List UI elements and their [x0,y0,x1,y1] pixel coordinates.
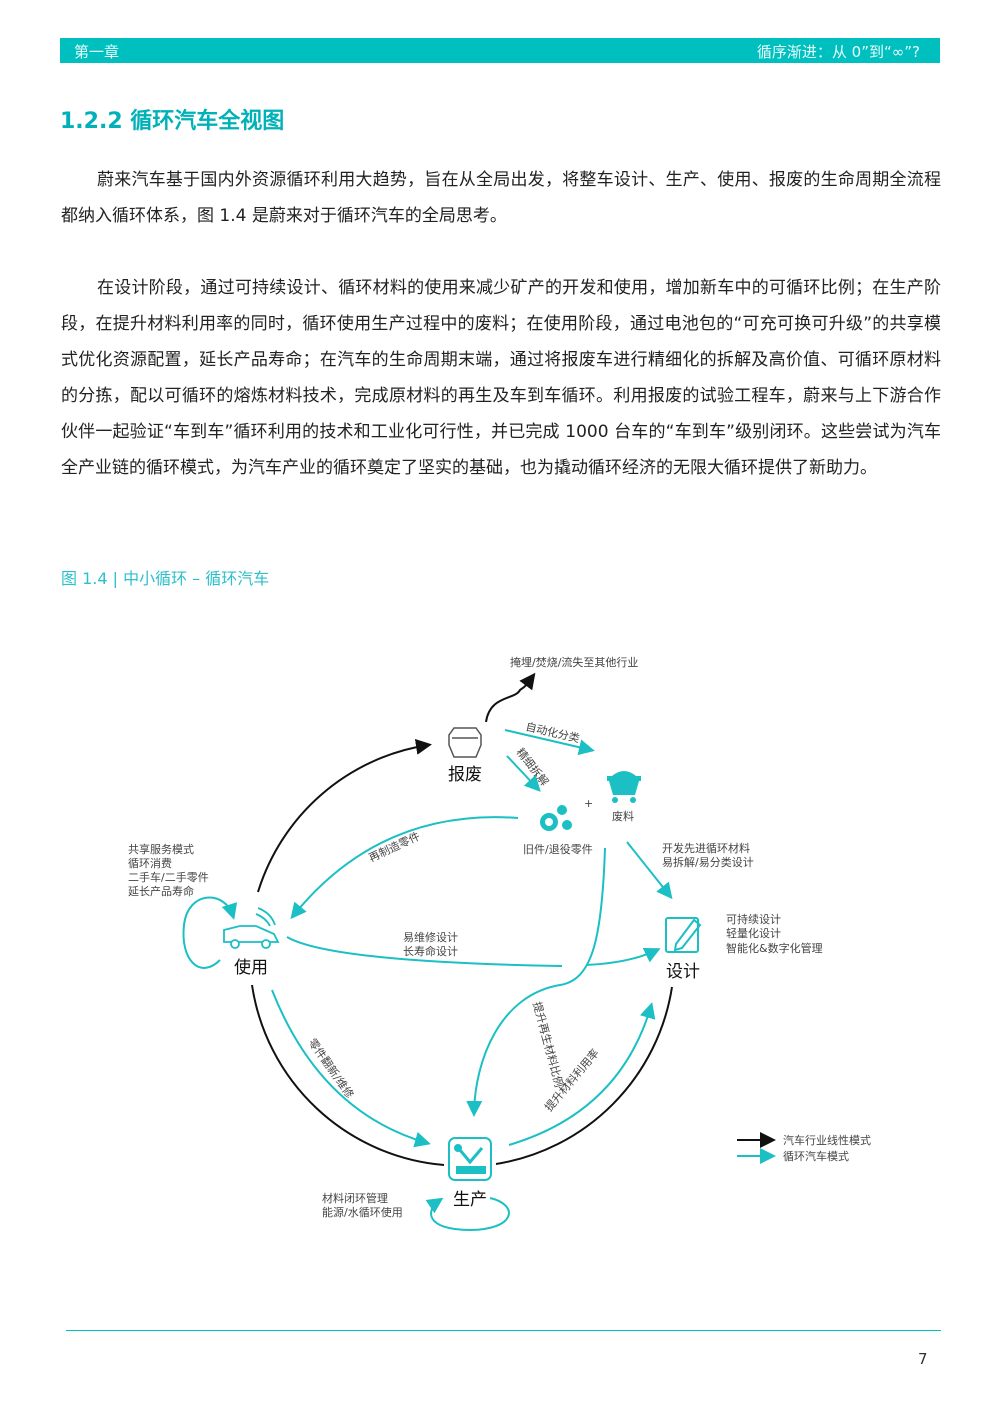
design-note-1: 可持续设计 [726,912,781,926]
node-production: 生产 [453,1190,487,1210]
design-dev-1: 开发先进循环材料 [662,841,750,855]
repair-design-2: 长寿命设计 [403,944,458,958]
page-title: 1.2.2 循环汽车全视图 [60,109,285,134]
arc-production-to-design [495,986,673,1165]
node-waste: 废料 [612,809,634,823]
repair-design-1: 易维修设计 [403,930,458,944]
use-note-2: 循环消费 [128,856,172,870]
footer-divider [66,1330,941,1331]
design-pencil-icon [665,917,702,953]
node-parts: 旧件/退役零件 [523,842,593,856]
arrow-use-to-design-b [585,947,661,966]
page-number: 7 [918,1350,928,1368]
arc-use-to-scrap [257,738,432,893]
node-design: 设计 [666,962,700,982]
header-bar: 第一章 循序渐进：从 0”到“∞”? [60,38,940,63]
legend-circular: 循环汽车模式 [783,1149,849,1163]
node-use: 使用 [234,957,268,978]
landfill-label: 掩埋/焚烧/流失至其他行业 [510,655,638,669]
figure-caption: 图 1.4 | 中小循环 – 循环汽车 [61,569,270,588]
arrow-auto-sort [504,729,595,756]
chapter-label: 第一章 [74,43,120,61]
use-note-1: 共享服务模式 [128,842,194,856]
arrow-production-to-design [508,1002,656,1146]
arrow-parts-to-production [466,847,606,1117]
arrow-fine-dismantle [506,755,541,792]
paragraph-2: 在设计阶段，通过可持续设计、循环材料的使用来减少矿产的开发和使用，增加新车中的可… [61,278,941,478]
plus-sign: + [584,797,593,810]
use-note-3: 二手车/二手零件 [128,870,209,884]
arc-use-to-production [251,984,445,1166]
section-title: 循序渐进：从 0”到“∞”? [756,43,920,61]
design-dev-2: 易拆解/易分类设计 [662,855,754,869]
use-car-icon [223,907,280,949]
use-note-4: 延长产品寿命 [128,884,194,898]
design-note-3: 智能化&数字化管理 [726,941,823,955]
waste-cart-icon [607,771,641,803]
node-scrap: 报废 [448,765,482,785]
loop-use [182,896,238,969]
arrow-use-to-design-a [286,936,563,967]
scrap-car-icon [448,727,482,758]
recycle-ratio-label: 提升再生材料比例 [530,1000,566,1089]
loop-production [425,1197,510,1232]
production-robot-icon [448,1137,492,1181]
paragraph-1: 蔚来汽车基于国内外资源循环利用大趋势，旨在从全局出发，将整车设计、生产、使用、报… [61,170,941,226]
arrow-waste-to-design [626,841,673,900]
arrow-remanufacture [290,816,519,920]
arrow-use-to-production [271,989,431,1148]
refurbish-label: 零件翻新/维修 [306,1036,357,1101]
design-note-2: 轻量化设计 [726,926,781,940]
arc-scrap-to-landfill [485,672,536,723]
prod-note-2: 能源/水循环使用 [322,1205,403,1219]
prod-note-1: 材料闭环管理 [322,1191,388,1205]
gears-icon [540,805,572,831]
legend-linear: 汽车行业线性模式 [783,1133,871,1147]
